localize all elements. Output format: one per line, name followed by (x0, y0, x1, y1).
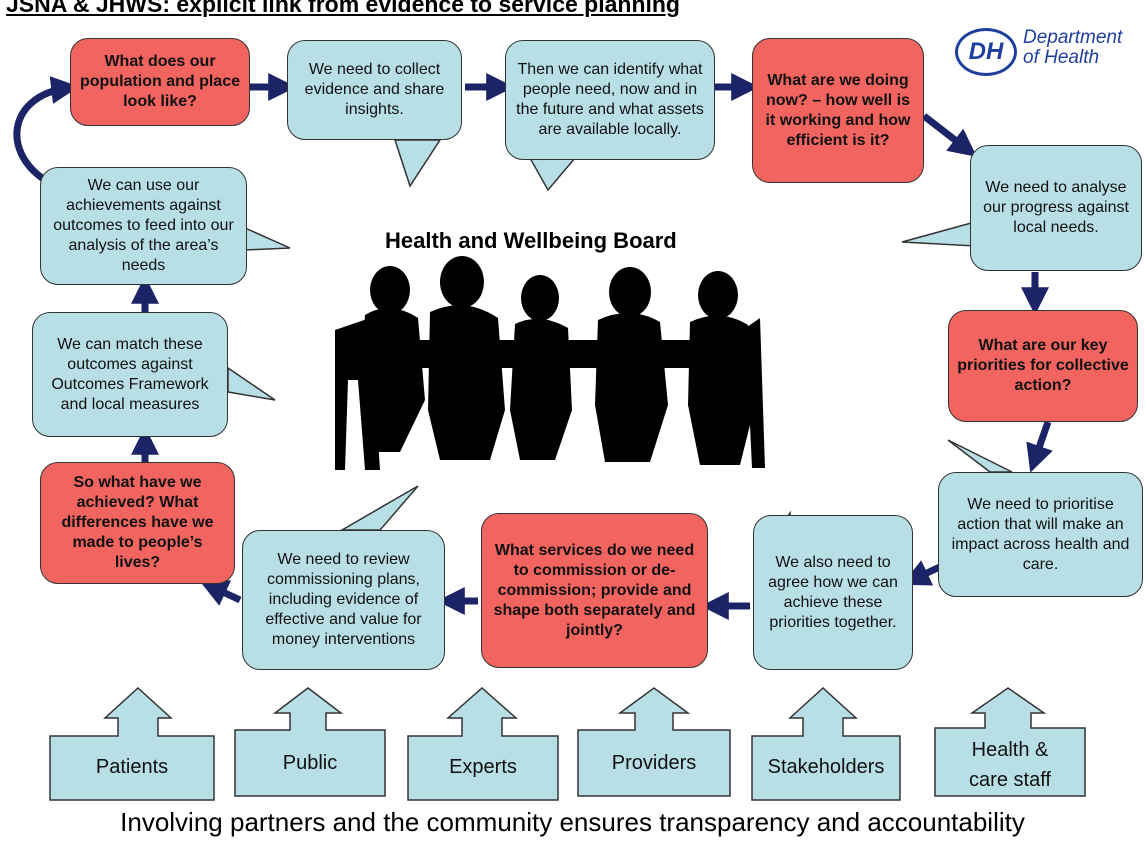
partner-label-providers: Providers (611, 752, 697, 774)
partner-shape-4 (577, 687, 731, 797)
dh-logo-mark: DH (955, 28, 1017, 76)
partner-shapes (49, 686, 1086, 801)
step-priorities: What are our key priorities for collecti… (948, 310, 1138, 422)
step-agree: We also need to agree how we can achieve… (753, 515, 913, 670)
partner-label-public: Public (282, 752, 338, 774)
dh-logo: DH Department of Health (955, 28, 1145, 88)
arrow-4 (921, 113, 977, 157)
tail-prioritise (947, 439, 1013, 473)
partner-shape-3 (407, 686, 559, 801)
tail-collect (393, 139, 442, 188)
step-analyse: We need to analyse our progress against … (970, 145, 1142, 271)
tail-identify (528, 157, 577, 192)
step-doing-now: What are we doing now? – how well is it … (752, 38, 924, 183)
arrow-6 (1026, 420, 1053, 473)
step-use: We can use our achievements against outc… (40, 167, 247, 285)
partner-label-experts: Experts (449, 756, 517, 778)
dh-logo-text: Department of Health (1023, 28, 1122, 68)
arrow-loop (13, 76, 80, 183)
step-prioritise: We need to prioritise action that will m… (938, 472, 1143, 597)
dh-logo-line2: of Health (1023, 47, 1100, 68)
tail-match (227, 366, 276, 401)
partner-label-patients: Patients (95, 756, 169, 778)
step-population: What does our population and place look … (70, 38, 250, 126)
step-achieved: So what have we achieved? What differenc… (40, 462, 235, 584)
step-match: We can match these outcomes against Outc… (32, 312, 228, 437)
step-identify: Then we can identify what people need, n… (505, 40, 715, 160)
partner-shape-5 (751, 686, 901, 801)
partner-label-stakeholders: Stakeholders (767, 756, 885, 778)
tail-use (244, 226, 291, 251)
partner-shape-1 (49, 686, 215, 801)
board-silhouette (335, 256, 765, 470)
step-collect: We need to collect evidence and share in… (287, 40, 462, 140)
tail-analyse (901, 221, 976, 247)
partner-shape-6 (934, 687, 1086, 797)
page-title: JSNA & JHWS: explicit link from evidence… (6, 0, 680, 17)
tail-review (339, 485, 419, 531)
dh-logo-line1: Department (1023, 27, 1123, 48)
step-review: We need to review commissioning plans, i… (242, 530, 445, 670)
flow-arrows (13, 73, 1053, 620)
partner-label-health-care-staff: Health & care staff (969, 739, 1051, 791)
step-commission: What services do we need to commission o… (481, 513, 708, 668)
board-title: Health and Wellbeing Board (385, 228, 677, 253)
partner-shape-2 (234, 687, 386, 797)
arrow-10 (199, 580, 242, 606)
footer-caption: Involving partners and the community ens… (120, 807, 1025, 837)
